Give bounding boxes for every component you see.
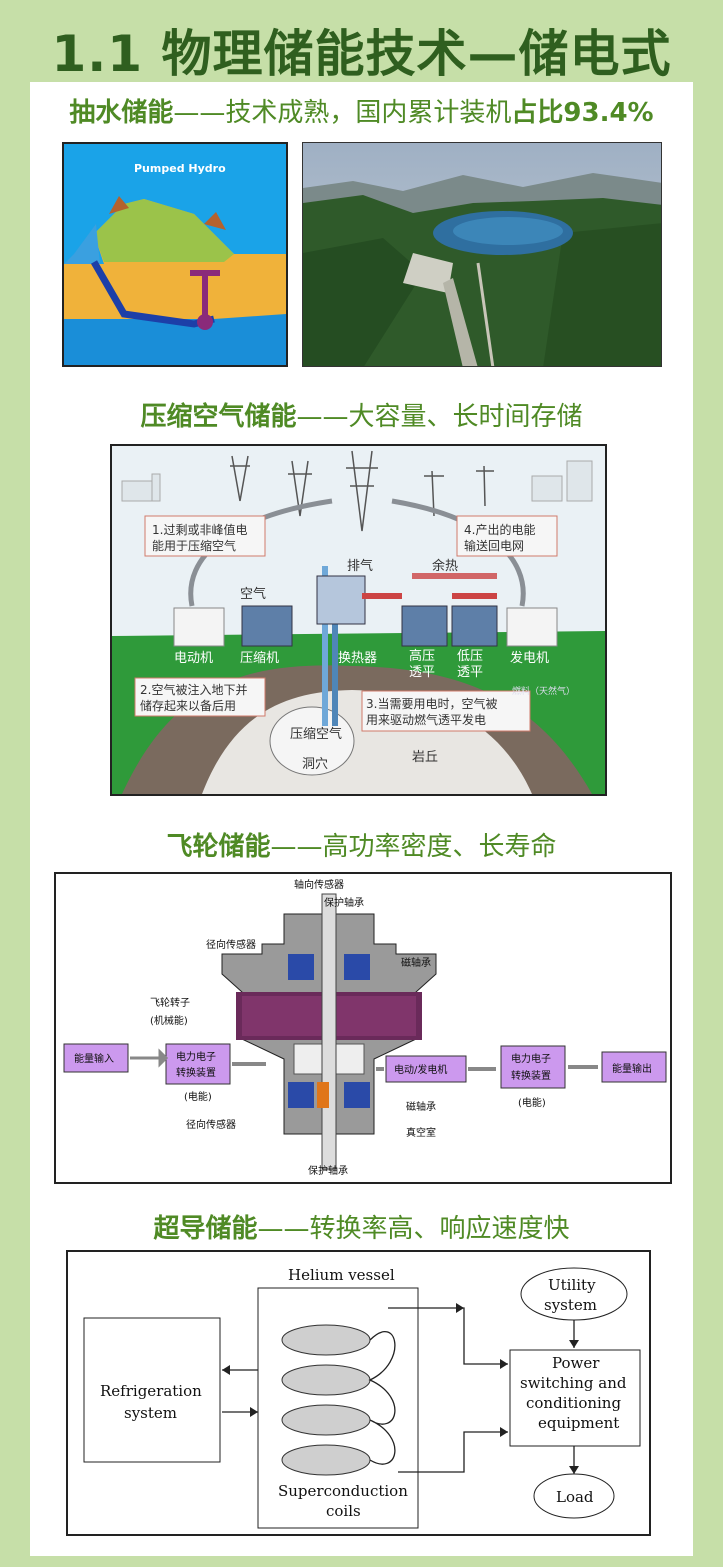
caes-compressor-label: 压缩机 (240, 650, 279, 666)
flywheel-electric-in: (电能) (184, 1090, 212, 1103)
caes-step4-line2: 输送回电网 (464, 538, 524, 553)
smes-power-line4: equipment (538, 1414, 619, 1432)
caes-step1-line1: 1.过剩或非峰值电 (152, 522, 247, 537)
flywheel-pe-out-line2: 转换装置 (511, 1069, 551, 1082)
pumped-title-bold2: 占比93.4% (511, 98, 654, 128)
caes-rock-label: 岩丘 (412, 750, 438, 765)
caes-compressed-air-label: 压缩空气 (290, 726, 342, 742)
flywheel-axial-sensor: 轴向传感器 (294, 878, 344, 891)
caes-motor-label: 电动机 (174, 651, 213, 666)
flywheel-title: 飞轮储能——高功率密度、长寿命 (30, 826, 693, 863)
flywheel-protect-bearing-bottom: 保护轴承 (308, 1164, 348, 1177)
smes-power-line1: Power (552, 1354, 600, 1372)
caes-step4-line1: 4.产出的电能 (464, 522, 535, 537)
smes-coils-line2: coils (326, 1502, 361, 1520)
smes-diagram: Helium vessel Refrigeration system Super… (66, 1250, 651, 1536)
flywheel-pe-out-line1: 电力电子 (511, 1052, 551, 1065)
caes-cavern-label: 洞穴 (302, 757, 328, 772)
flywheel-mechanical-label: (机械能) (150, 1014, 188, 1027)
pumped-hydro-title: 抽水储能——技术成熟，国内累计装机占比93.4% (22, 92, 701, 129)
caes-title: 压缩空气储能——大容量、长时间存储 (30, 396, 693, 433)
caes-step2-line2: 储存起来以备后用 (140, 698, 236, 713)
caes-diagram: 1.过剩或非峰值电 能用于压缩空气 4.产出的电能 输送回电网 2.空气被注入地… (110, 444, 607, 796)
pumped-title-bold: 抽水储能 (69, 98, 174, 128)
flywheel-rotor-label: 飞轮转子 (150, 996, 190, 1009)
caes-title-bold: 压缩空气储能 (140, 402, 297, 432)
caes-hp-turbine-line2: 透平 (409, 665, 435, 680)
caes-lp-turbine-line2: 透平 (457, 665, 483, 680)
smes-utility-line2: system (544, 1296, 597, 1314)
smes-title-rest: ——转换率高、响应速度快 (257, 1214, 570, 1244)
smes-title-bold: 超导储能 (153, 1214, 258, 1244)
page-title: 1.1 物理储能技术—储电式 (51, 25, 672, 83)
flywheel-title-rest: ——高功率密度、长寿命 (270, 832, 557, 862)
caes-waste-heat-label: 余热 (432, 558, 458, 574)
smes-power-line3: conditioning (526, 1394, 621, 1412)
smes-title: 超导储能——转换率高、响应速度快 (30, 1208, 693, 1245)
caes-hp-turbine-line1: 高压 (409, 648, 435, 664)
caes-exhaust-label: 排气 (347, 558, 373, 574)
flywheel-vacuum-label: 真空室 (406, 1126, 436, 1139)
smes-power-line2: switching and (520, 1374, 627, 1392)
flywheel-protect-bearing-top: 保护轴承 (324, 896, 364, 909)
caes-air-label: 空气 (240, 586, 266, 602)
smes-utility-line1: Utility (548, 1276, 596, 1294)
smes-helium-label: Helium vessel (288, 1266, 395, 1284)
flywheel-radial-sensor-top: 径向传感器 (206, 938, 256, 951)
pumped-title-rest: ——技术成熟，国内累计装机 (173, 98, 512, 128)
smes-coils-line1: Superconduction (278, 1482, 408, 1500)
pumped-hydro-diagram: Pumped Hydro (62, 142, 288, 367)
flywheel-electric-out: (电能) (518, 1096, 546, 1109)
flywheel-magnetic-bearing-bottom: 磁轴承 (406, 1100, 436, 1113)
pumped-hydro-photo (302, 142, 662, 367)
flywheel-magnetic-bearing-top: 磁轴承 (401, 956, 431, 969)
flywheel-diagram: 轴向传感器 保护轴承 径向传感器 磁轴承 飞轮转子 (机械能) 能量输入 电力电… (54, 872, 672, 1184)
pumped-hydro-label: Pumped Hydro (134, 162, 226, 175)
flywheel-radial-sensor-bottom: 径向传感器 (186, 1118, 236, 1131)
caes-step3-line1: 3.当需要用电时，空气被 (366, 696, 497, 711)
smes-refrigeration-line1: Refrigeration (100, 1382, 202, 1400)
flywheel-motor-generator: 电动/发电机 (394, 1063, 447, 1076)
caes-title-rest: ——大容量、长时间存储 (296, 402, 583, 432)
flywheel-pe-in-line2: 转换装置 (176, 1066, 216, 1079)
flywheel-title-bold: 飞轮储能 (166, 832, 271, 862)
smes-load-label: Load (556, 1488, 594, 1506)
caes-step1-line2: 能用于压缩空气 (152, 538, 236, 553)
flywheel-pe-in-line1: 电力电子 (176, 1050, 216, 1063)
caes-step2-line1: 2.空气被注入地下并 (140, 682, 247, 697)
caes-lp-turbine-line1: 低压 (457, 649, 483, 664)
caes-heat-exchanger-label: 换热器 (338, 651, 377, 666)
smes-refrigeration-line2: system (124, 1404, 177, 1422)
flywheel-energy-in: 能量输入 (74, 1052, 114, 1065)
caes-generator-label: 发电机 (510, 650, 549, 666)
caes-fuel-label: 燃料（天然气） (512, 685, 575, 697)
flywheel-energy-out: 能量输出 (612, 1062, 652, 1075)
caes-step3-line2: 用来驱动燃气透平发电 (366, 712, 486, 727)
